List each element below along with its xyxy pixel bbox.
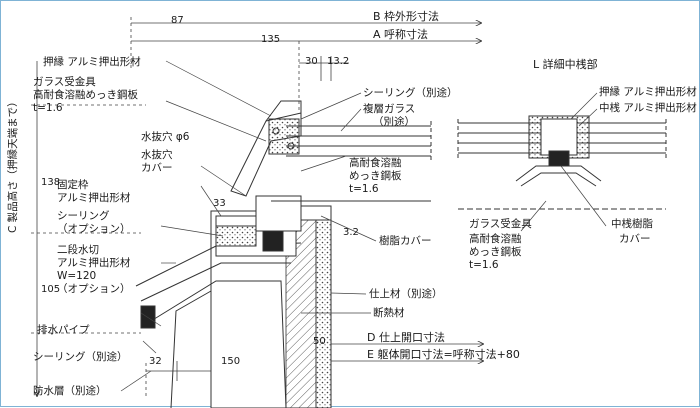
- label-sealing-opt-2: （オプション）: [57, 223, 131, 235]
- label-sealing-opt-1: シーリング: [57, 210, 110, 222]
- label-glass-kanagu-1: ガラス受金具: [33, 76, 96, 88]
- label-jushi-cover: 樹脂カバー: [379, 235, 432, 247]
- label-detail-jushi-2: カバー: [619, 233, 651, 245]
- dim-30: 30: [305, 56, 318, 67]
- label-nidan-4: （オプション）: [57, 283, 131, 295]
- label-mizunuki-3: カバー: [141, 162, 173, 174]
- dim-3-2: 3.2: [343, 227, 359, 238]
- label-detail-kanagu-2: 高耐食溶融: [469, 233, 522, 245]
- dim-150: 150: [221, 356, 241, 367]
- dim-135: 135: [261, 34, 281, 45]
- label-detail-kanagu-4: t=1.6: [469, 259, 499, 271]
- dim-50: 50: [313, 336, 326, 347]
- label-E: E 躯体開口寸法=呼称寸法+80: [367, 348, 520, 361]
- dim-105: 105: [41, 284, 61, 295]
- label-steel-1: 高耐食溶融: [349, 157, 402, 169]
- label-C: C 製品高さ（押縁天端まで）: [7, 96, 19, 233]
- dim-13-2: 13.2: [327, 56, 350, 67]
- label-glass-kanagu-2: 高耐食溶融めっき鋼板: [33, 89, 138, 101]
- label-detail-nakasan: 中桟 アルミ押出形材: [599, 102, 697, 114]
- dim-138: 138: [41, 177, 61, 188]
- label-glass-kanagu-3: t=1.6: [33, 102, 63, 114]
- label-glass-2: （別途）: [373, 116, 415, 128]
- label-bousui: 防水層（別途）: [33, 385, 107, 397]
- leader-lines: [120, 60, 607, 392]
- label-detail-kanagu-1: ガラス受金具: [469, 218, 532, 230]
- label-sealing-betto: シーリング（別途）: [33, 351, 128, 363]
- dim-87: 87: [171, 15, 184, 26]
- label-sealing-right: シーリング（別途）: [363, 87, 458, 99]
- wall-body: [210, 210, 332, 408]
- dim-32: 32: [149, 356, 162, 367]
- label-steel-3: t=1.6: [349, 183, 379, 195]
- label-nidan-3: W=120: [57, 270, 97, 282]
- label-haisui: 排水パイプ: [37, 324, 90, 336]
- left-dimension-lines: [31, 61, 146, 396]
- label-shiage: 仕上材（別途）: [369, 288, 443, 300]
- label-A: A 呼称寸法: [373, 28, 429, 41]
- label-nidan-2: アルミ押出形材: [57, 257, 131, 269]
- label-nidan-1: 二段水切: [57, 244, 99, 256]
- label-mizunuki-2: 水抜穴: [141, 149, 173, 161]
- label-D: D 仕上開口寸法: [367, 331, 445, 344]
- label-B: B 枠外形寸法: [373, 10, 440, 23]
- label-koteiwaku-1: 固定枠: [57, 179, 89, 191]
- detail-mullion: [457, 115, 667, 210]
- label-steel-2: めっき鋼板: [349, 170, 402, 182]
- label-detail-kanagu-3: めっき鋼板: [469, 246, 522, 258]
- label-detail-oshibuchi: 押縁 アルミ押出形材: [599, 86, 697, 98]
- label-detail-jushi-1: 中桟樹脂: [611, 218, 653, 230]
- label-dannetsu: 断熱材: [373, 307, 405, 319]
- label-koteiwaku-2: アルミ押出形材: [57, 192, 131, 204]
- label-mizunuki-1: 水抜穴 φ6: [141, 131, 190, 143]
- dim-33: 33: [213, 198, 226, 209]
- frame-profile: [215, 100, 332, 257]
- top-dimension-lines: [130, 17, 481, 111]
- detail-title: L 詳細中桟部: [533, 58, 598, 71]
- label-glass-1: 複層ガラス: [363, 103, 416, 115]
- glass-panel: [271, 121, 432, 202]
- label-oshibuchi: 押縁 アルミ押出形材: [43, 56, 141, 68]
